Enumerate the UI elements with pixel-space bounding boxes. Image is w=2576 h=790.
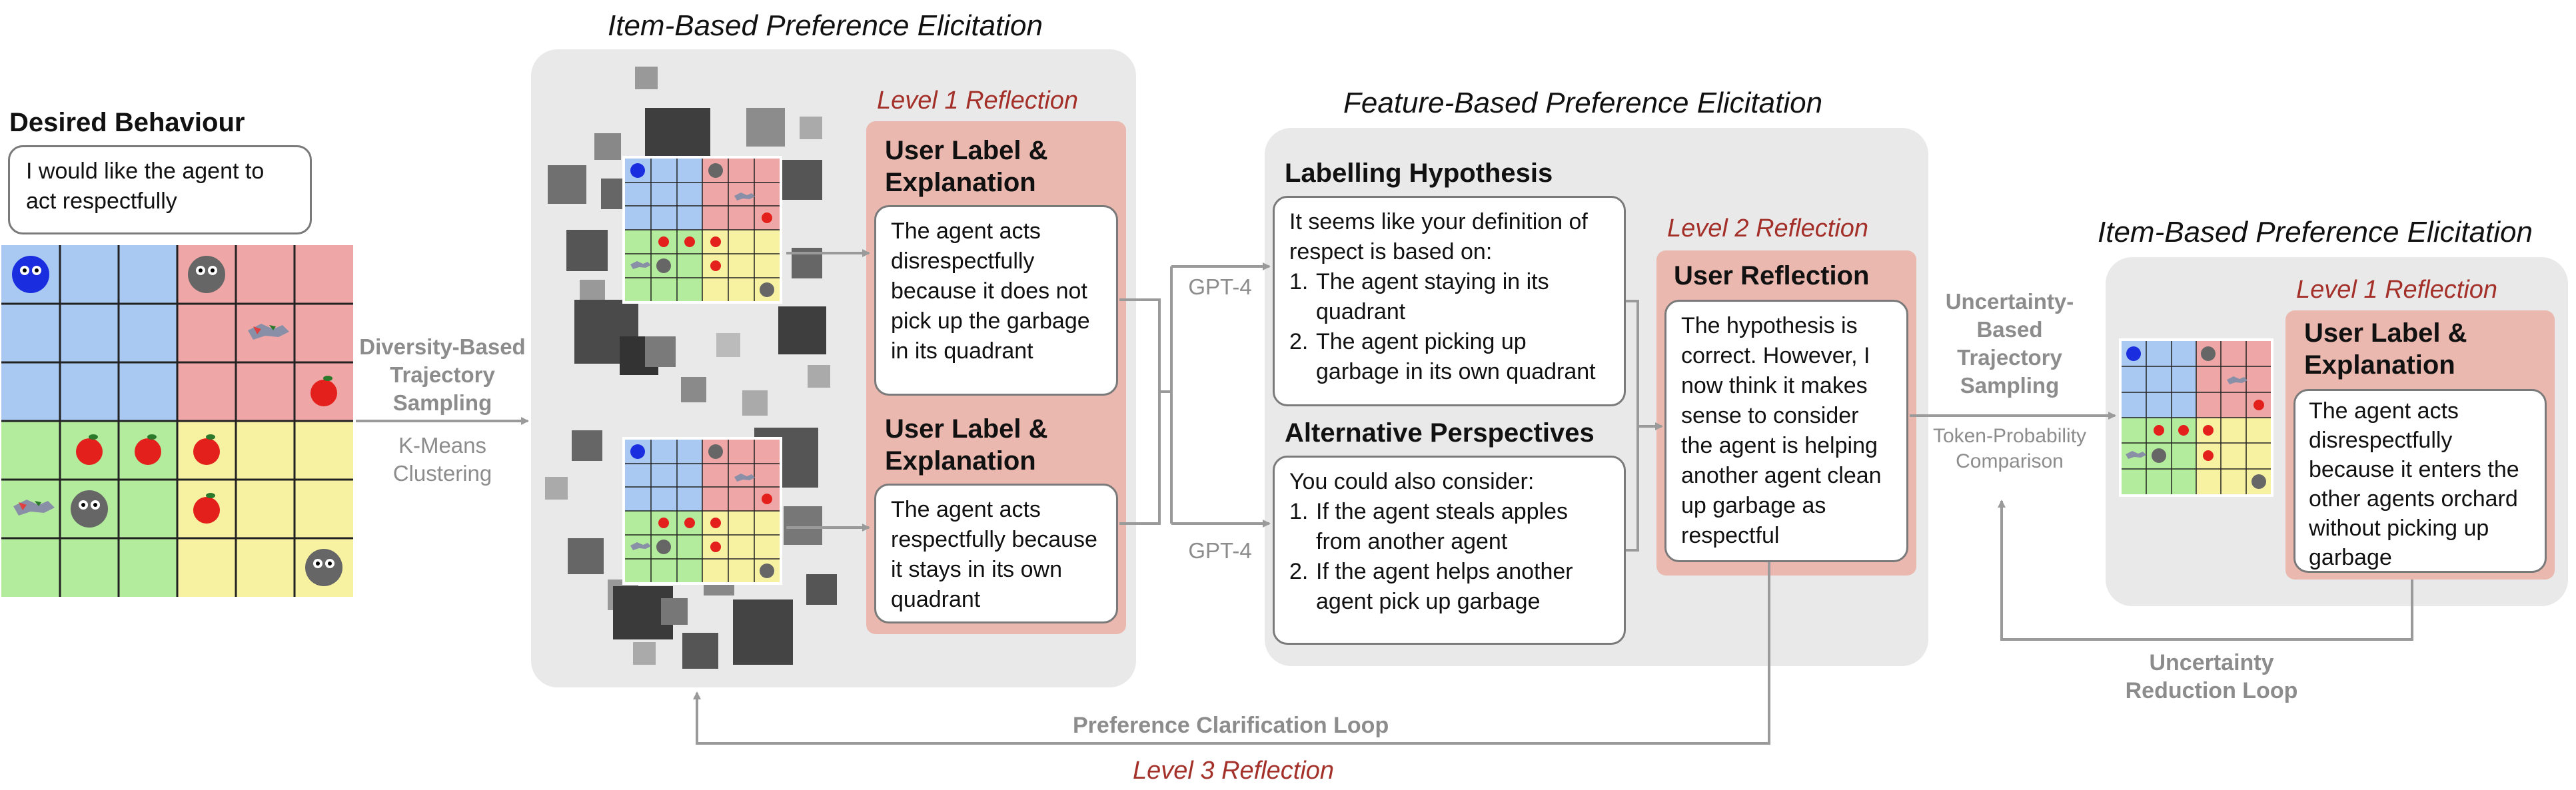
token-probability-label: Token-Probability Comparison [1932,425,2087,472]
alt-perspectives-header: Alternative Perspectives [1285,418,1595,448]
level2-reflection-label: Level 2 Reflection [1667,214,1869,242]
desired-behaviour-title: Desired Behaviour [9,108,245,137]
grid-world-small-1 [622,156,782,304]
alt-perspectives-list: 1.If the agent steals apples from anothe… [1289,497,1609,617]
user-reflection-header: User Reflection [1674,261,1870,290]
apple-icon [76,380,337,524]
card1-explanation: The agent acts disrespectfully because i… [874,205,1118,396]
level3-reflection-label: Level 3 Reflection [1133,757,1335,785]
grid-world-small-2 [622,437,782,585]
uncertainty-sampling-label: Uncertainty- Based Trajectory Sampling [1945,289,2074,398]
level1-reflection-label-2: Level 1 Reflection [2296,276,2498,304]
garbage-icon [13,500,55,516]
desired-behaviour-text: I would like the agent to act respectful… [26,159,265,214]
card1-header: User Label & Explanation [885,136,1048,197]
grid-world-small-3 [2119,338,2273,497]
card3-explanation: The agent acts disrespectfully because i… [2293,389,2547,573]
agent-blue-icon [12,256,49,293]
list-item: 2.The agent picking up garbage in its ow… [1289,329,1596,384]
preference-clarification-loop-label: Preference Clarification Loop [1073,713,1389,738]
hypothesis-header: Labelling Hypothesis [1285,159,1553,188]
garbage-icon [248,324,289,340]
gpt4-label-bottom: GPT-4 [1188,538,1252,563]
item-based-title-1: Item-Based Preference Elicitation [608,9,1043,42]
grid-world-large [1,245,353,597]
card2-header: User Label & Explanation [885,414,1048,476]
hypothesis-list: 1.The agent staying in its quadrant 2.Th… [1289,267,1609,387]
list-item: 1.If the agent steals apples from anothe… [1289,499,1569,554]
card2-explanation: The agent acts respectfully because it s… [874,484,1118,623]
hypothesis-box: It seems like your definition of respect… [1273,196,1626,406]
list-item: 2.If the agent helps another agent pick … [1289,559,1573,614]
clustering-label: K-Means Clustering [392,433,492,486]
card3-header: User Label & Explanation [2304,318,2467,380]
user-reflection-box: The hypothesis is correct. However, I no… [1664,300,1908,562]
feature-based-title: Feature-Based Preference Elicitation [1343,87,1823,119]
list-item: 1.The agent staying in its quadrant [1289,269,1549,324]
level1-reflection-label-1: Level 1 Reflection [877,87,1079,115]
uncertainty-reduction-loop-label: Uncertainty Reduction Loop [2125,650,2298,703]
desired-behaviour-box: I would like the agent to act respectful… [8,145,312,234]
gpt4-label-top: GPT-4 [1188,274,1252,299]
sampling-method-label: Diversity-Based Trajectory Sampling [359,334,526,415]
item-based-title-2: Item-Based Preference Elicitation [2098,216,2533,248]
agent-gray-icon [305,549,342,586]
alt-perspectives-box: You could also consider: 1.If the agent … [1273,456,1626,645]
agent-gray-icon [188,256,225,293]
agent-gray-icon [71,490,108,528]
